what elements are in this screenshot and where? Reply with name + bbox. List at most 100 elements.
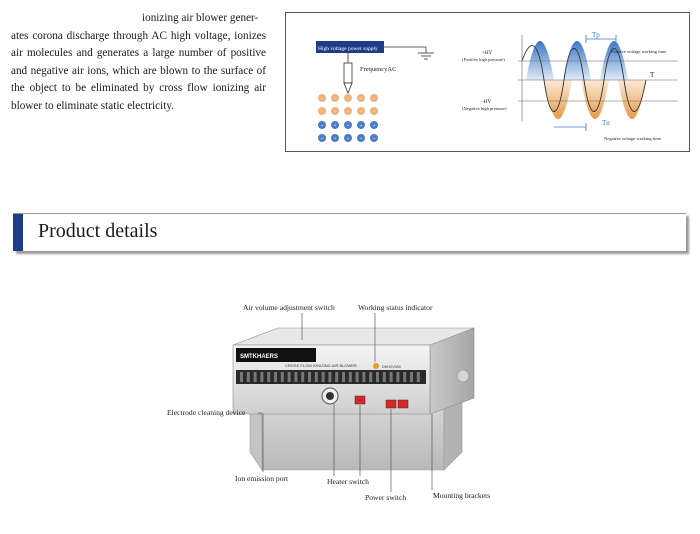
status-indicator-light: [373, 363, 379, 369]
neg-time-label: Negative voltage working time: [604, 136, 661, 141]
label-ion-port: Ion emission port: [235, 474, 289, 483]
side-knob-icon: [456, 369, 470, 383]
ion-dot: [370, 94, 378, 102]
pos-time-label: Positive voltage working time: [611, 49, 666, 54]
label-electrode-cleaning: Electrode cleaning device: [167, 408, 246, 417]
grill-slot: [396, 372, 400, 382]
grill-slot: [403, 372, 407, 382]
ion-sign: +: [321, 137, 324, 142]
pos-hv-note: (Positive high pressure): [462, 57, 505, 62]
ion-dot: [370, 107, 378, 115]
frequency-label: FrequencyAC: [360, 66, 396, 73]
ion-sign: −: [321, 97, 324, 102]
grill-slot: [342, 372, 345, 382]
grill-slot: [246, 372, 250, 382]
grill-slot: [280, 372, 284, 382]
grill-slots: [240, 372, 420, 382]
grill-slot: [260, 372, 264, 382]
grill-slot: [301, 372, 305, 382]
grill-slot: [362, 372, 366, 382]
ion-sign: +: [360, 137, 363, 142]
ion-sign: −: [373, 97, 376, 102]
label-mounting-brackets: Mounting brackets: [433, 491, 491, 500]
pos-hv-label: +HV: [482, 50, 493, 56]
header-accent-bar: [13, 214, 23, 251]
front-panel-text: CROSS FLOW IONIZING AIR BLOWER: [285, 363, 357, 368]
ion-sign: −: [334, 97, 337, 102]
grill-slot: [369, 372, 373, 382]
label-power-switch: Power switch: [365, 493, 407, 502]
ion-sign: +: [373, 137, 376, 142]
ion-dot: [344, 107, 352, 115]
ion-dot: [331, 134, 339, 142]
ion-dot: [344, 134, 352, 142]
label-status-indicator: Working status indicator: [358, 303, 433, 312]
power-supply-box: [316, 41, 384, 53]
ion-sign: −: [347, 97, 350, 102]
ion-dot: [318, 94, 326, 102]
ion-dot: [344, 121, 352, 129]
ion-dots: − − − − − − − − − − + + + + + + + + + +: [318, 94, 378, 142]
grill-slot: [348, 372, 352, 382]
ion-sign: −: [373, 110, 376, 115]
ion-dot: [331, 107, 339, 115]
power-supply-label: High voltage power supply: [318, 46, 378, 52]
grill-slot: [335, 372, 339, 382]
brand-text: SMTKHAERS: [240, 354, 278, 360]
ion-dot: [318, 107, 326, 115]
ion-dot: [357, 121, 365, 129]
ion-sign: −: [347, 110, 350, 115]
section-title: Product details: [38, 220, 158, 242]
grill-slot: [410, 372, 413, 382]
intro-body: ates corona discharge through AC high vo…: [11, 29, 266, 112]
grill-slot: [308, 372, 311, 382]
grill-slot: [376, 372, 379, 382]
waveform-plot: [518, 35, 678, 131]
neg-hv-note: (Negative high pressure): [462, 106, 507, 111]
grill-slot: [355, 372, 359, 382]
grill-slot: [267, 372, 271, 382]
grill-slot: [389, 372, 393, 382]
grill-slot: [274, 372, 277, 382]
grill-slot: [287, 372, 291, 382]
tn-label: Tn: [602, 119, 610, 127]
principle-diagram-svg: High voltage power supply FrequencyAC −−…: [316, 31, 678, 142]
ion-dot: [357, 134, 365, 142]
ion-sign: +: [321, 124, 324, 129]
intro-paragraph: ionizing air blower gener- ates corona d…: [11, 10, 266, 116]
grill-slot: [240, 372, 243, 382]
grill-slot: [321, 372, 325, 382]
ion-dot: [357, 94, 365, 102]
ion-dot: [318, 134, 326, 142]
ion-sign: +: [334, 124, 337, 129]
principle-diagram: High voltage power supply FrequencyAC −−…: [285, 12, 690, 152]
grill-slot: [416, 372, 420, 382]
model-text: DKH2V300: [382, 365, 401, 369]
knob-center-icon: [326, 392, 334, 400]
power-switch-2: [397, 399, 409, 409]
ion-sign: +: [347, 124, 350, 129]
ion-sign: +: [360, 124, 363, 129]
ion-dot: [344, 94, 352, 102]
ion-sign: −: [334, 110, 337, 115]
heater-switch: [354, 395, 366, 405]
t-label: T: [650, 71, 655, 79]
ion-dot: [370, 121, 378, 129]
ion-sign: +: [347, 137, 350, 142]
ion-sign: +: [373, 124, 376, 129]
neg-hv-label: -HV: [482, 99, 491, 105]
grill-slot: [253, 372, 257, 382]
intro-first-line: ionizing air blower gener-: [142, 12, 259, 24]
label-air-volume: Air volume adjustment switch: [243, 303, 335, 312]
tp-label: Tp: [592, 31, 600, 39]
power-switch: [385, 399, 397, 409]
leader-lines: [258, 313, 433, 492]
ion-sign: −: [360, 110, 363, 115]
ion-dot: [331, 94, 339, 102]
ion-sign: −: [321, 110, 324, 115]
ion-dot: [370, 134, 378, 142]
grill-slot: [294, 372, 298, 382]
ion-sign: −: [360, 97, 363, 102]
ion-sign: +: [334, 137, 337, 142]
